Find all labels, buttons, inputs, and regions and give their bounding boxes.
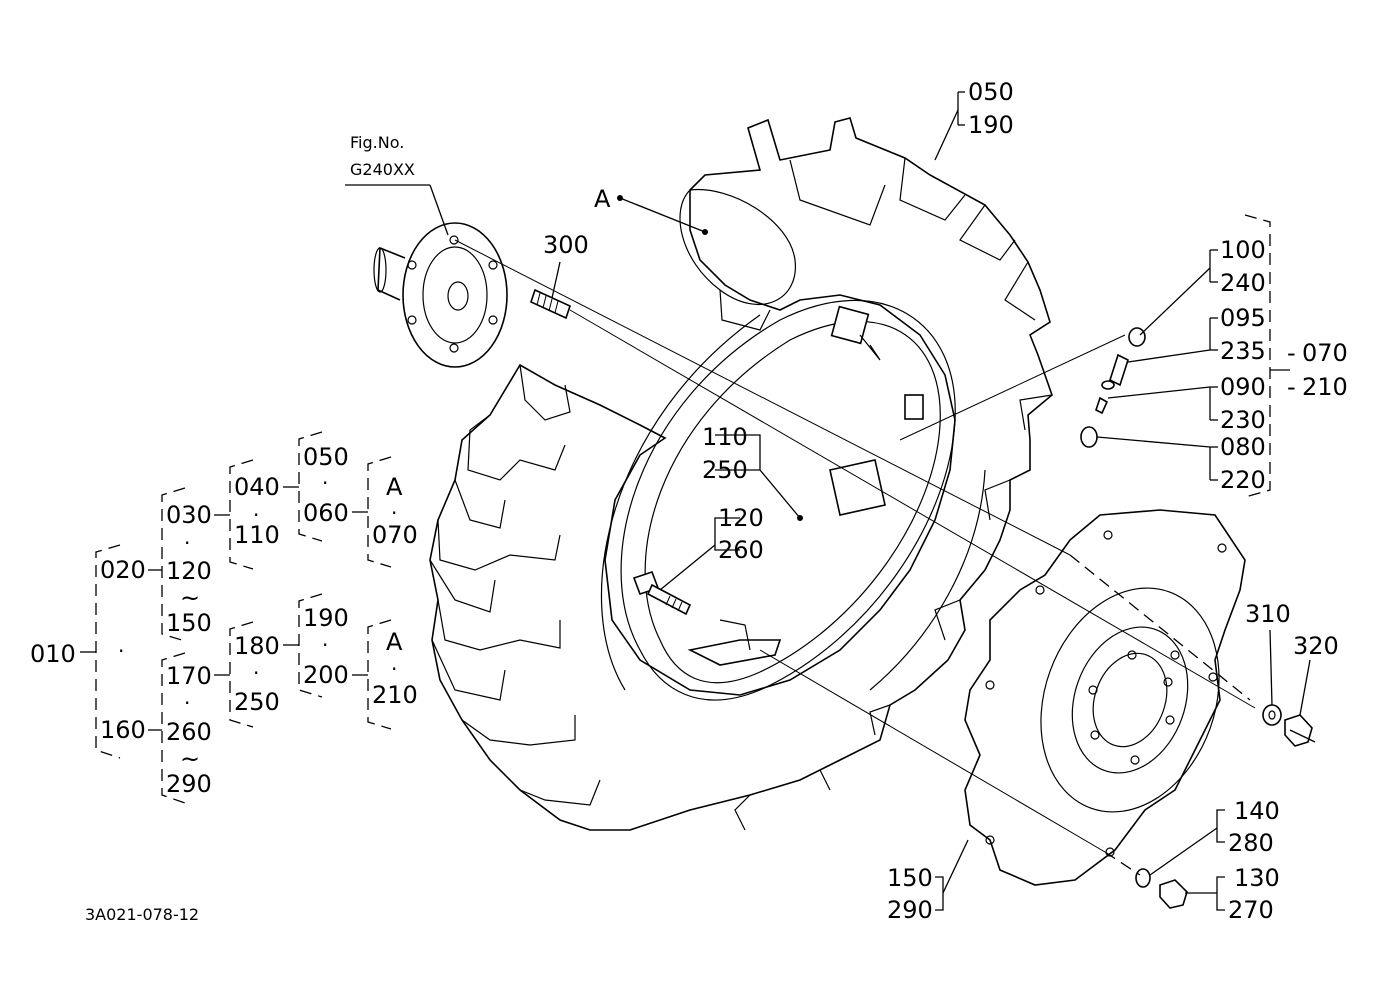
callout-210: 210 bbox=[1302, 373, 1348, 401]
assembly-tree-labels: 010 · 020 160 030 · 120 ~ 150 170 · 260 … bbox=[30, 443, 418, 798]
tree-290: 290 bbox=[166, 770, 212, 798]
callout-230: 230 bbox=[1220, 406, 1266, 434]
dash-210: - bbox=[1287, 373, 1296, 401]
callout-240: 240 bbox=[1220, 269, 1266, 297]
tree-dot-A2: · bbox=[391, 657, 397, 681]
tree-dot-190: · bbox=[322, 633, 328, 657]
wheel-disc bbox=[964, 509, 1246, 886]
callout-190: 190 bbox=[968, 111, 1014, 139]
tree-160: 160 bbox=[100, 716, 146, 744]
callout-290: 290 bbox=[887, 896, 933, 924]
fig-ref-line2: G240XX bbox=[350, 160, 415, 179]
callout-150: 150 bbox=[887, 864, 933, 892]
axle-hub-flange bbox=[373, 222, 508, 368]
tree-tilde-2: ~ bbox=[180, 745, 200, 773]
tree-dot-040: · bbox=[253, 503, 259, 527]
tractor-tire bbox=[429, 117, 1053, 831]
tree-150: 150 bbox=[166, 609, 212, 637]
callout-280: 280 bbox=[1228, 829, 1274, 857]
leader-lines bbox=[345, 91, 1316, 911]
callout-300: 300 bbox=[543, 231, 589, 259]
stud-bolt-300 bbox=[530, 288, 571, 320]
drawing-code: 3A021-078-12 bbox=[85, 905, 199, 924]
tree-dot-170: · bbox=[184, 691, 190, 715]
callout-100: 100 bbox=[1220, 236, 1266, 264]
callout-090: 090 bbox=[1220, 373, 1266, 401]
tree-180: 180 bbox=[234, 632, 280, 660]
callout-120: 120 bbox=[718, 504, 764, 532]
fig-ref-line1: Fig.No. bbox=[350, 133, 404, 152]
tree-120: 120 bbox=[166, 557, 212, 585]
tree-dot-180: · bbox=[253, 661, 259, 685]
callout-050: 050 bbox=[968, 78, 1014, 106]
tree-050: 050 bbox=[303, 443, 349, 471]
tree-070: 070 bbox=[372, 521, 418, 549]
callout-labels: Fig.No. G240XX 050 190 A 300 100 240 095… bbox=[85, 78, 1348, 924]
tree-250: 250 bbox=[234, 688, 280, 716]
callout-095: 095 bbox=[1220, 304, 1266, 332]
callout-130: 130 bbox=[1234, 864, 1280, 892]
tree-tilde-1: ~ bbox=[180, 584, 200, 612]
callout-220: 220 bbox=[1220, 466, 1266, 494]
tree-030: 030 bbox=[166, 501, 212, 529]
tree-dot-010: · bbox=[118, 639, 124, 663]
tree-A1: A bbox=[386, 473, 403, 501]
callout-140: 140 bbox=[1234, 797, 1280, 825]
tree-dot-A1: · bbox=[391, 501, 397, 525]
tree-020: 020 bbox=[100, 556, 146, 584]
tree-A2: A bbox=[386, 628, 403, 656]
tree-dot-030: · bbox=[184, 531, 190, 555]
callout-250: 250 bbox=[702, 456, 748, 484]
tree-dot-050: · bbox=[322, 471, 328, 495]
dash-070: - bbox=[1287, 339, 1296, 367]
callout-235: 235 bbox=[1220, 337, 1266, 365]
tree-060: 060 bbox=[303, 499, 349, 527]
tree-170: 170 bbox=[166, 662, 212, 690]
callout-270: 270 bbox=[1228, 896, 1274, 924]
callout-070: 070 bbox=[1302, 339, 1348, 367]
callout-310: 310 bbox=[1245, 600, 1291, 628]
hardware bbox=[632, 327, 1313, 909]
tree-200: 200 bbox=[303, 661, 349, 689]
tree-010: 010 bbox=[30, 640, 76, 668]
tree-260: 260 bbox=[166, 718, 212, 746]
callout-A: A bbox=[594, 185, 611, 213]
tree-110: 110 bbox=[234, 521, 280, 549]
callout-320: 320 bbox=[1293, 632, 1339, 660]
callout-080: 080 bbox=[1220, 433, 1266, 461]
callout-110: 110 bbox=[702, 423, 748, 451]
tree-040: 040 bbox=[234, 473, 280, 501]
callout-260: 260 bbox=[718, 536, 764, 564]
tree-190: 190 bbox=[303, 604, 349, 632]
assembly-tree-brackets bbox=[80, 431, 392, 804]
tree-210: 210 bbox=[372, 681, 418, 709]
